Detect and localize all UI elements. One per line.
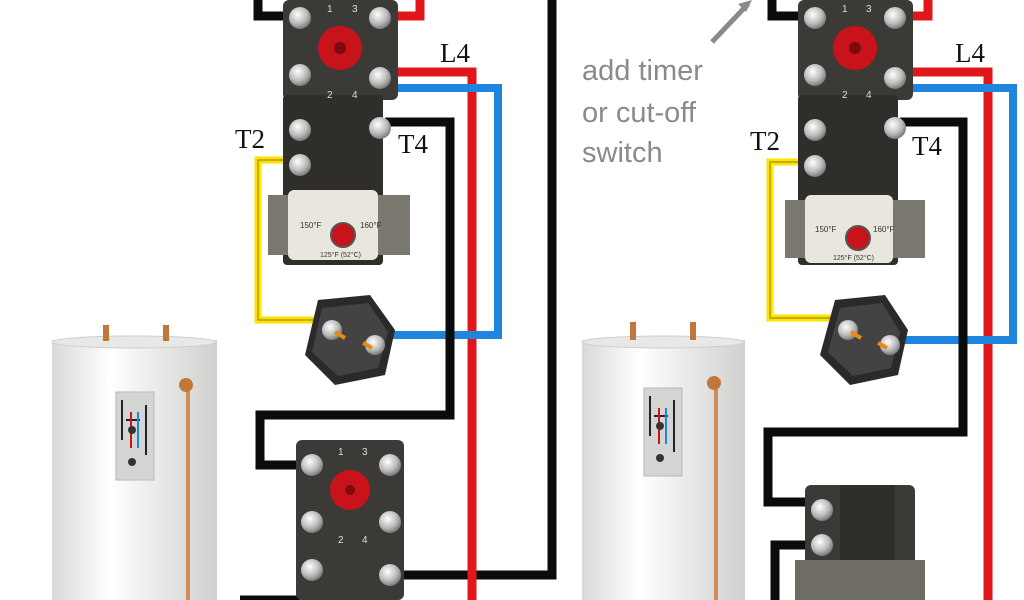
screw-icon: [322, 320, 342, 340]
left-lower-terminal-2: 2: [338, 535, 344, 546]
right-panel: add timer or cut-off switch 1 3 2 4: [581, 0, 1017, 600]
screw-icon: [804, 64, 826, 86]
screw-icon: [880, 335, 900, 355]
left-heating-element: [305, 295, 395, 385]
screw-icon: [804, 119, 826, 141]
right-temp-left: 150°F: [815, 225, 837, 234]
left-temp-left: 150°F: [300, 221, 322, 230]
left-label-L4: L4: [440, 38, 470, 68]
right-label-T4: T4: [912, 131, 942, 161]
note-line-1: add timer: [582, 55, 703, 87]
right-upper-terminal-2: 2: [842, 90, 848, 101]
left-label-T4: T4: [398, 129, 428, 159]
right-label-T2: T2: [750, 126, 780, 156]
note-line-2: or cut-off: [582, 97, 697, 129]
screw-icon: [884, 67, 906, 89]
left-blue-wire: [385, 84, 502, 339]
screw-icon: [289, 119, 311, 141]
left-upper-terminal-4: 4: [352, 90, 358, 101]
right-temp-knob: [845, 225, 871, 251]
left-yellow-wire-T2-outline: [257, 159, 320, 321]
right-upper-terminal-3: 3: [866, 4, 872, 15]
left-temp-bottom: 125°F (52°C): [320, 251, 361, 259]
screw-icon: [369, 7, 391, 29]
right-yellow-wire-T2-outline: [769, 161, 835, 319]
note-line-3: switch: [582, 137, 663, 169]
screw-icon: [804, 155, 826, 177]
annotation-arrow: [710, 0, 752, 44]
left-upper-terminal-1: 1: [327, 4, 333, 15]
screw-icon: [369, 67, 391, 89]
screw-icon: [804, 7, 826, 29]
screw-icon: [379, 564, 401, 586]
left-panel: 1 3 2 4 150°F 160°F 125°F (52°C): [51, 0, 557, 600]
screw-icon: [884, 7, 906, 29]
screw-icon: [289, 64, 311, 86]
right-black-wire-T4: [763, 117, 968, 507]
right-temp-right: 160°F: [873, 225, 895, 234]
screw-icon: [301, 511, 323, 533]
right-blue-wire: [895, 84, 1017, 344]
right-upper-thermostat: 1 3 2 4 150°F 160°F 125°F (52°C): [785, 0, 925, 265]
left-lower-thermostat: 1 3 2 4: [296, 440, 404, 600]
screw-icon: [301, 454, 323, 476]
right-black-wire-bottom: [770, 540, 812, 600]
left-temp-knob: [330, 222, 356, 248]
screw-icon: [884, 117, 906, 139]
left-upper-terminal-2: 2: [327, 90, 333, 101]
right-heating-element: [820, 295, 908, 385]
right-temp-bottom: 125°F (52°C): [833, 254, 874, 262]
left-black-wire-main: [400, 0, 557, 580]
screw-icon: [811, 534, 833, 556]
screw-icon: [301, 559, 323, 581]
right-water-heater-tank: [581, 322, 745, 600]
screw-icon: [369, 117, 391, 139]
left-water-heater-tank: [51, 325, 217, 600]
left-red-wire-L4: [385, 67, 477, 600]
right-upper-terminal-4: 4: [866, 90, 872, 101]
left-temp-right: 160°F: [360, 221, 382, 230]
screw-icon: [379, 511, 401, 533]
left-black-wire-T4: [255, 117, 455, 470]
screw-icon: [289, 7, 311, 29]
screw-icon: [365, 335, 385, 355]
screw-icon: [379, 454, 401, 476]
screw-icon: [289, 154, 311, 176]
left-label-T2: T2: [235, 124, 265, 154]
left-upper-thermostat: 1 3 2 4 150°F 160°F 125°F (52°C): [268, 0, 410, 265]
left-lower-terminal-1: 1: [338, 447, 344, 458]
left-upper-terminal-3: 3: [352, 4, 358, 15]
left-lower-terminal-4: 4: [362, 535, 368, 546]
right-label-L4: L4: [955, 38, 985, 68]
screw-icon: [838, 320, 858, 340]
screw-icon: [811, 499, 833, 521]
right-lower-thermostat: [795, 485, 925, 600]
left-lower-terminal-3: 3: [362, 447, 368, 458]
right-red-wire-L4: [900, 67, 993, 600]
left-wires: [240, 0, 557, 600]
right-upper-terminal-1: 1: [842, 4, 848, 15]
